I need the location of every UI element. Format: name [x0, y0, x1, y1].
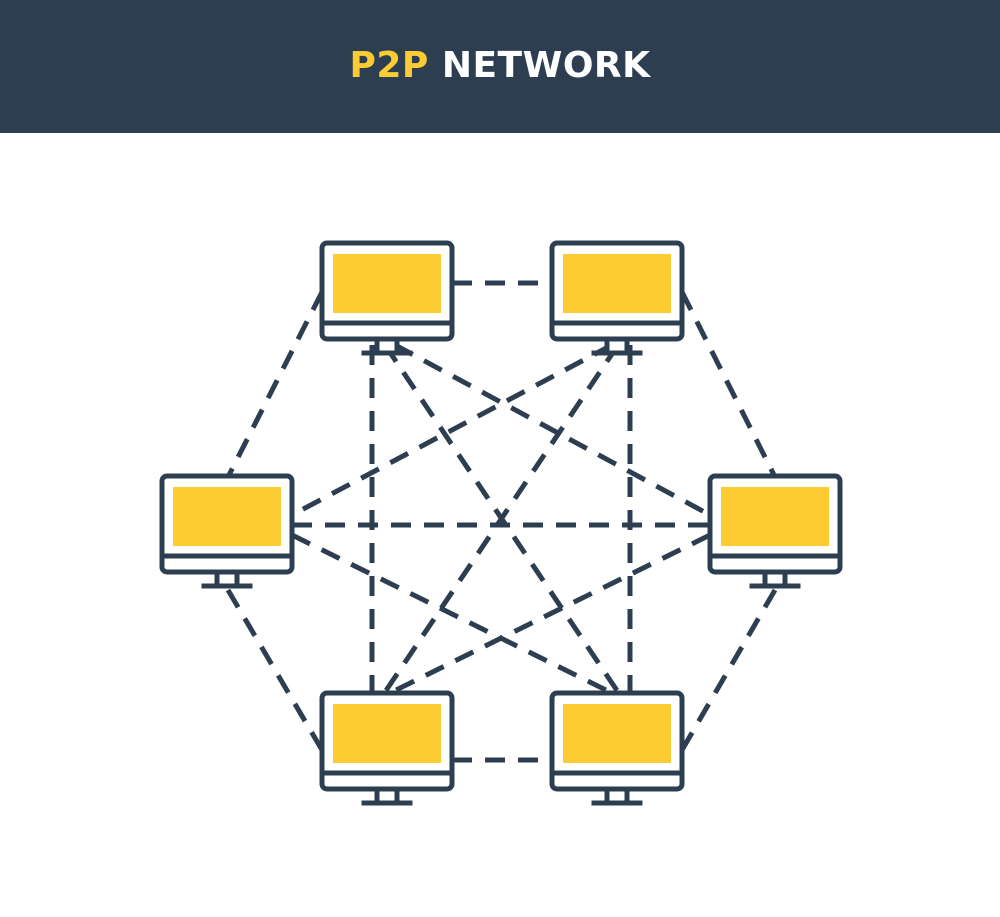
title-accent: P2P [349, 44, 429, 86]
connection-line-middle-left-to-bottom-right [290, 532, 612, 695]
desktop-computer-icon [159, 473, 295, 589]
connection-line-top-left-to-middle-right [393, 342, 712, 518]
desktop-computer-icon [549, 690, 685, 806]
desktop-computer-icon [319, 690, 455, 806]
computer-nodes [159, 240, 843, 806]
monitor-screen [333, 704, 441, 763]
connection-line-middle-left-to-bottom-left [225, 588, 325, 752]
desktop-computer-icon [319, 240, 455, 356]
page-title: P2P NETWORK [349, 44, 651, 86]
connection-line-middle-right-to-bottom-right [679, 588, 778, 752]
title-main: NETWORK [441, 44, 651, 86]
connection-line-top-left-to-middle-left [225, 290, 325, 479]
connection-line-middle-right-to-bottom-left [390, 532, 712, 695]
desktop-computer-icon [707, 473, 843, 589]
monitor-screen [173, 487, 281, 546]
monitor-screen [563, 704, 671, 763]
connection-line-top-right-to-middle-right [679, 290, 778, 479]
connection-line-top-right-to-middle-left [290, 342, 614, 518]
monitor-screen [721, 487, 829, 546]
header-bar: P2P NETWORK [0, 0, 1000, 133]
connection-lines [225, 280, 778, 763]
connection-line-top-right-to-bottom-left [382, 343, 621, 694]
desktop-computer-icon [549, 240, 685, 356]
monitor-screen [563, 254, 671, 313]
monitor-screen [333, 254, 441, 313]
